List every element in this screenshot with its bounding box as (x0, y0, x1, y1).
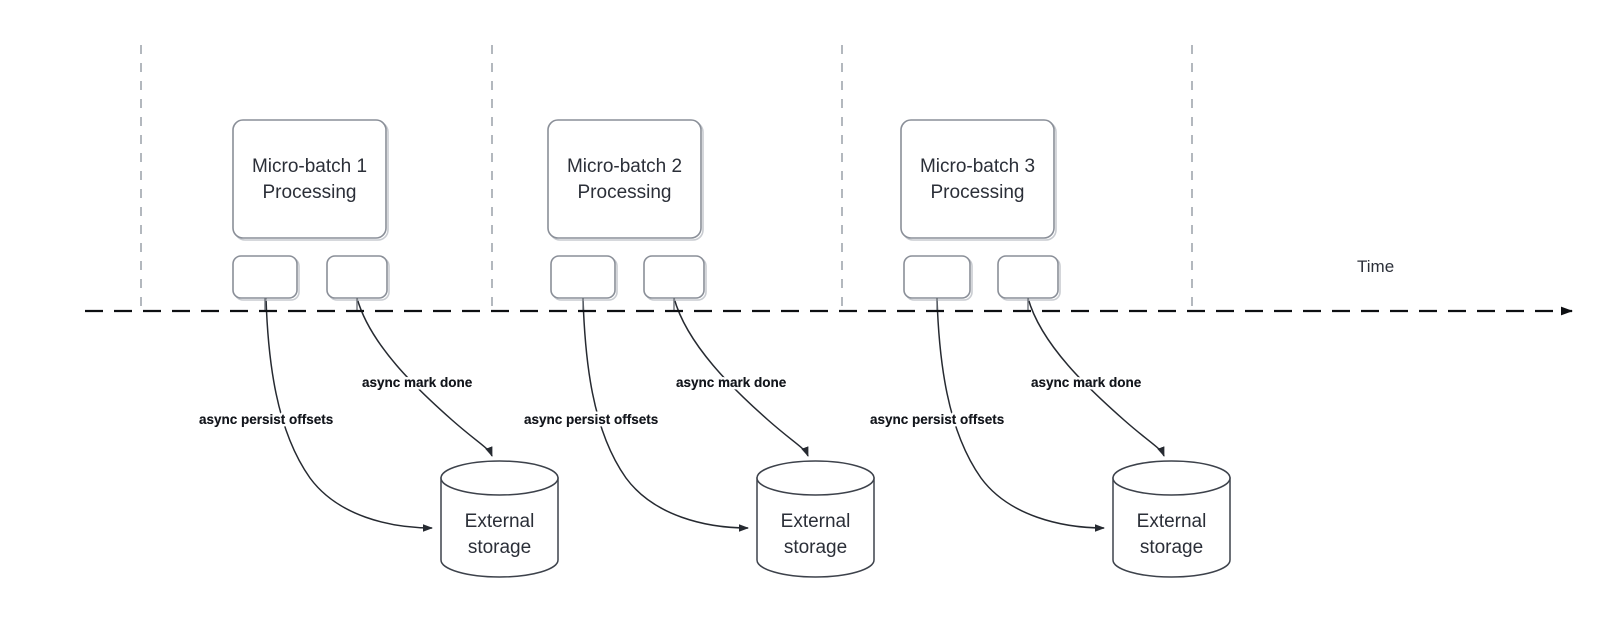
async-mark-done-label-halo: async mark done (676, 375, 787, 390)
micro-batch-processing-box[interactable] (232, 119, 387, 239)
external-storage-label-line1: External (465, 511, 535, 532)
task-box-right[interactable] (326, 255, 388, 299)
task-box-right[interactable] (643, 255, 705, 299)
external-storage-cylinder-top (1112, 460, 1231, 496)
time-axis-label: Time (1357, 257, 1394, 276)
micro-batch-label-line2: Processing (263, 182, 357, 203)
micro-batch-label-line1: Micro-batch 2 (567, 156, 682, 177)
async-persist-offsets-label-halo: async persist offsets (199, 412, 333, 427)
async-persist-offsets-label-halo: async persist offsets (524, 412, 658, 427)
micro-batch-label-line2: Processing (931, 182, 1025, 203)
external-storage-cylinder-body[interactable] (440, 477, 559, 578)
async-mark-done-curve (356, 297, 493, 457)
task-box-right[interactable] (997, 255, 1059, 299)
async-mark-done-curve (1027, 297, 1165, 457)
external-storage-label-line2: storage (468, 537, 531, 558)
external-storage-cylinder-body[interactable] (1112, 477, 1231, 578)
async-mark-done-label-halo: async mark done (362, 375, 473, 390)
time-axis: Time (85, 257, 1573, 316)
task-box-left[interactable] (903, 255, 971, 299)
external-storage-label-line2: storage (1140, 537, 1203, 558)
async-persist-offsets-curve (936, 297, 1105, 532)
micro-batch-processing-box[interactable] (547, 119, 702, 239)
micro-batch-label-line1: Micro-batch 3 (920, 156, 1035, 177)
external-storage-cylinder-body[interactable] (756, 477, 875, 578)
async-mark-done-label: async mark done (362, 375, 473, 390)
async-mark-done-label: async mark done (1031, 375, 1142, 390)
external-storage-label-line2: storage (784, 537, 847, 558)
async-mark-done-curve (673, 297, 809, 457)
period-boundary-gridlines (140, 45, 1193, 312)
async-mark-done-label-halo: async mark done (1031, 375, 1142, 390)
async-persist-offsets-label: async persist offsets (524, 412, 658, 427)
async-persist-offsets-label: async persist offsets (199, 412, 333, 427)
async-persist-offsets-curve (265, 297, 433, 532)
micro-batch-label-line2: Processing (578, 182, 672, 203)
external-storage-label-line1: External (1137, 511, 1207, 532)
async-persist-offsets-label: async persist offsets (870, 412, 1004, 427)
micro-batch-label-line1: Micro-batch 1 (252, 156, 367, 177)
task-box-left[interactable] (232, 255, 298, 299)
async-persist-offsets-label-halo: async persist offsets (870, 412, 1004, 427)
async-persist-offsets-curve (582, 297, 749, 532)
external-storage-cylinder-top (440, 460, 559, 496)
micro-batch-processing-box[interactable] (900, 119, 1055, 239)
external-storage-label-line1: External (781, 511, 851, 532)
external-storage-cylinder-top (756, 460, 875, 496)
async-mark-done-label: async mark done (676, 375, 787, 390)
task-box-left[interactable] (550, 255, 616, 299)
